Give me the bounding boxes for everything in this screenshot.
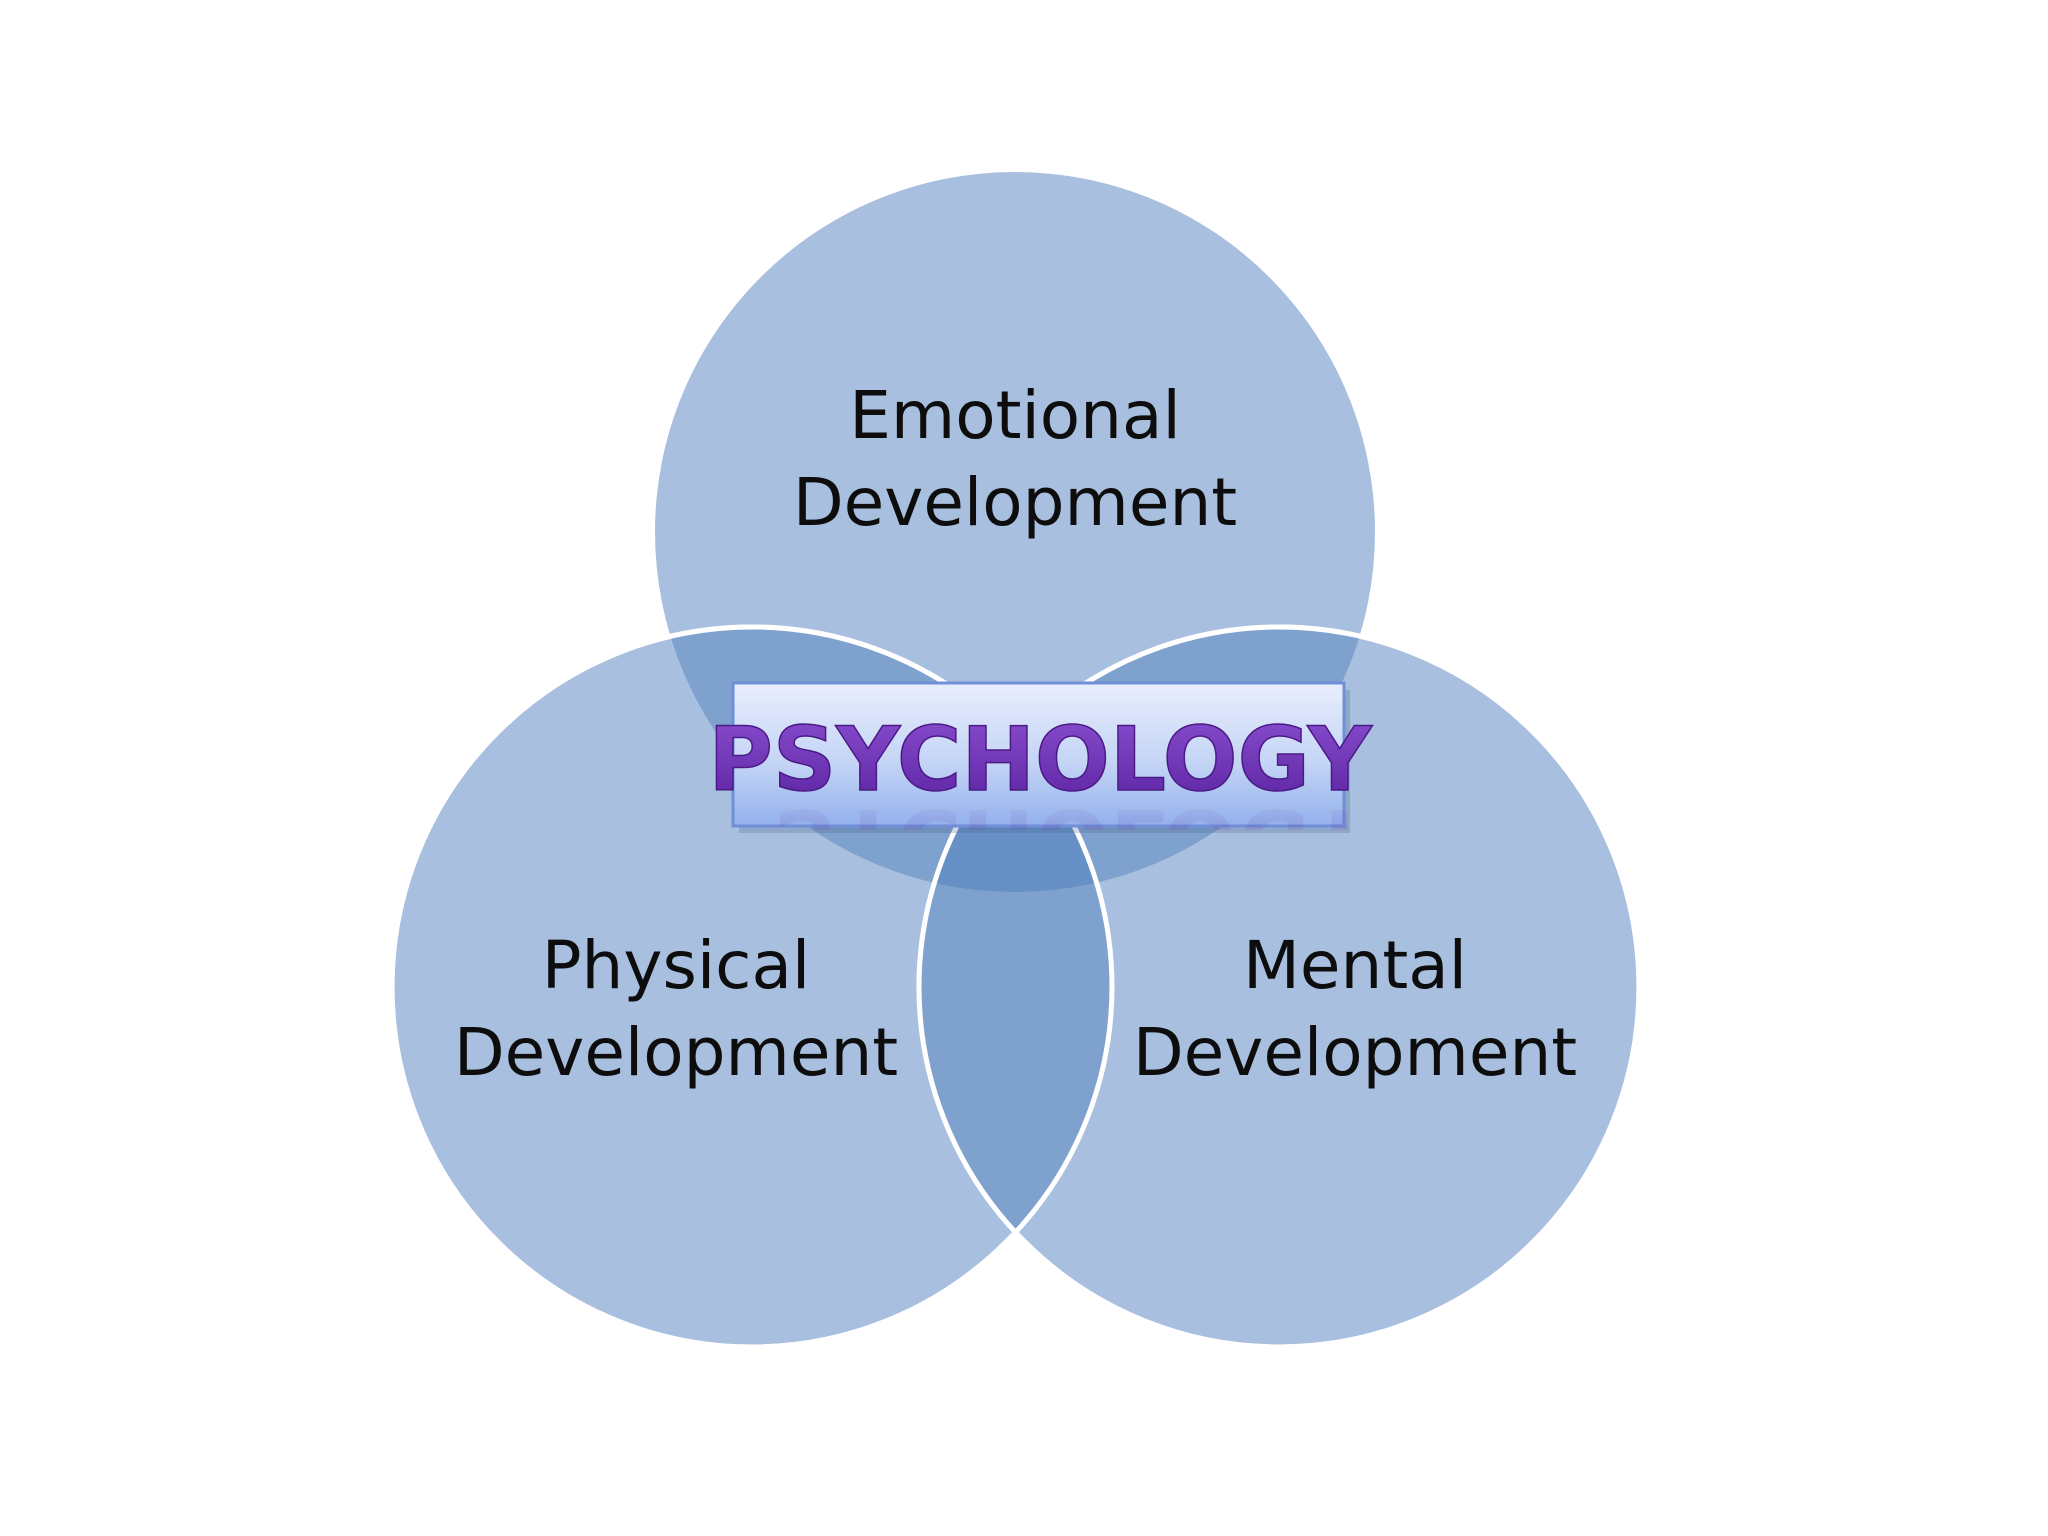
circle-mental-outline: [916, 624, 1642, 1350]
mental-label-line2: Development: [1133, 1014, 1577, 1091]
physical-label-line2: Development: [454, 1014, 898, 1091]
mental-label-line1: Mental: [1243, 927, 1467, 1004]
emotional-label-line1: Emotional: [849, 377, 1181, 454]
circle-physical-outline: [389, 624, 1115, 1350]
emotional-label-line2: Development: [793, 464, 1237, 541]
center-label-reflection: PSYCHOLOGY: [708, 789, 1373, 892]
physical-label-line1: Physical: [542, 927, 810, 1004]
center-label: PSYCHOLOGY: [708, 708, 1373, 811]
center-label-box: PSYCHOLOGY PSYCHOLOGY: [708, 681, 1374, 892]
